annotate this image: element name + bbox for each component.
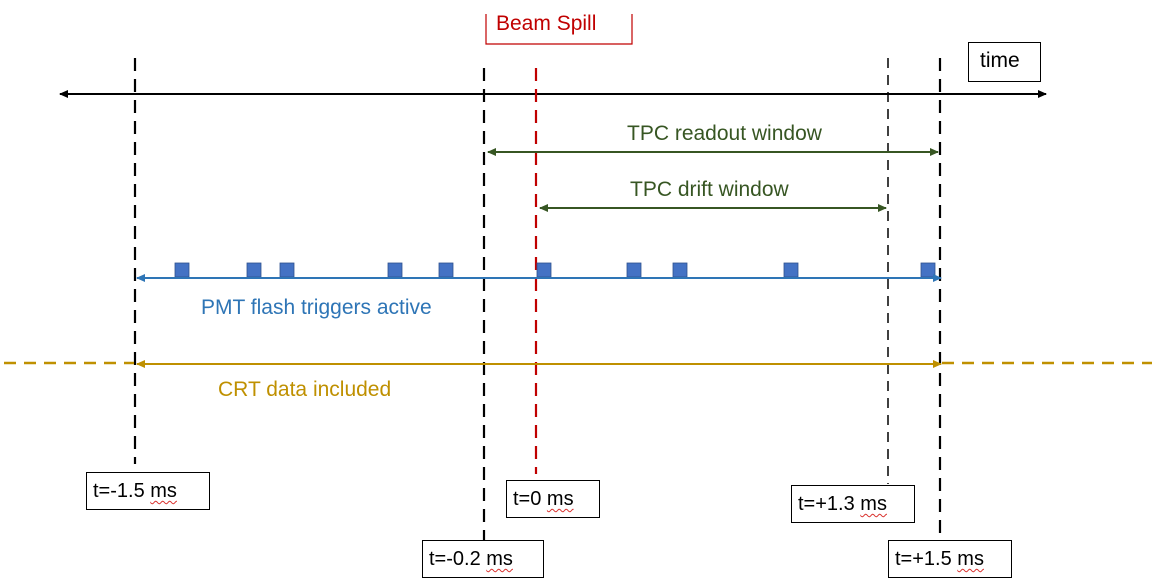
crt-window-label: CRT data included <box>218 378 392 401</box>
time-marker-value: t=+1.5 <box>895 548 952 570</box>
time-marker-value: t=-1.5 <box>93 480 145 502</box>
pmt-flash-marker <box>783 262 799 278</box>
pmt-flash-markers <box>174 262 936 278</box>
time-marker-zero: t=0 ms <box>506 480 600 518</box>
pmt-flash-marker <box>387 262 403 278</box>
time-marker-unit: ms <box>150 480 177 502</box>
time-marker-value: t=+1.3 <box>798 493 855 515</box>
time-marker-plus-1-5: t=+1.5 ms <box>888 540 1012 578</box>
tpc-drift-window-label: TPC drift window <box>630 178 789 201</box>
pmt-flash-marker <box>626 262 642 278</box>
time-marker-unit: ms <box>860 493 887 515</box>
time-marker-minus-0-2: t=-0.2 ms <box>422 540 544 578</box>
pmt-window-label: PMT flash triggers active <box>201 296 432 319</box>
pmt-flash-marker <box>438 262 454 278</box>
time-marker-unit: ms <box>546 488 574 510</box>
time-axis-label: time <box>968 42 1041 82</box>
time-marker-value: t=-0.2 <box>429 548 481 570</box>
pmt-flash-marker <box>279 262 295 278</box>
time-marker-unit: ms <box>486 548 513 570</box>
pmt-flash-marker <box>672 262 688 278</box>
time-marker-unit: ms <box>957 548 984 570</box>
pmt-flash-marker <box>174 262 190 278</box>
pmt-flash-marker <box>536 262 552 278</box>
pmt-flash-marker <box>920 262 936 278</box>
time-marker-value: t=0 <box>513 488 542 510</box>
beam-spill-label: Beam Spill <box>496 12 597 35</box>
pmt-flash-marker <box>246 262 262 278</box>
tpc-readout-window-label: TPC readout window <box>627 122 822 145</box>
time-marker-minus-1-5: t=-1.5 ms <box>86 472 210 510</box>
beam-spill-bracket <box>485 14 633 45</box>
time-marker-plus-1-3: t=+1.3 ms <box>791 485 915 523</box>
